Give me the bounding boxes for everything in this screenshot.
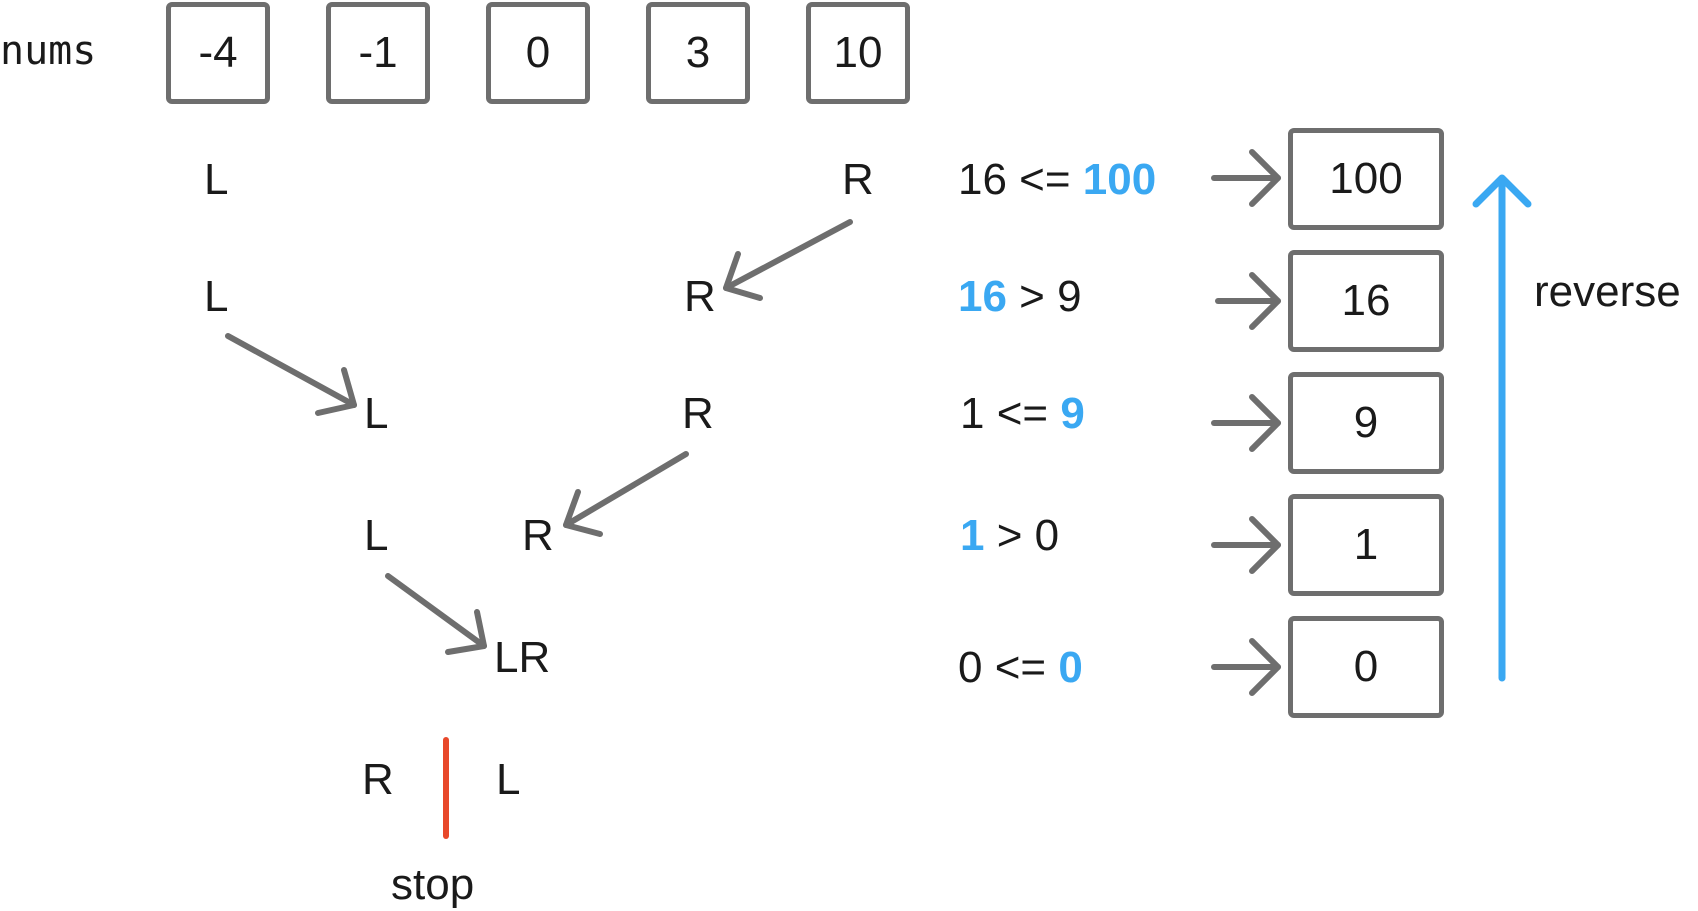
nums-cell: -1 [326, 2, 430, 104]
arrow-icon [385, 573, 487, 655]
nums-cell: 3 [646, 2, 750, 104]
pointer-right: R [842, 155, 874, 204]
result-cell: 100 [1288, 128, 1444, 230]
pointer-left: L [204, 155, 229, 204]
arrow-icon [225, 333, 357, 416]
right-arrow-icon [1211, 394, 1281, 452]
comparison-text: 16 > 9 [958, 272, 1082, 321]
result-cell: 0 [1288, 616, 1444, 718]
pointer-left: L [364, 511, 389, 560]
result-cell: 1 [1288, 494, 1444, 596]
nums-label: nums [0, 28, 97, 74]
pointer-right: R [362, 755, 394, 804]
stop-bar [443, 737, 449, 839]
right-arrow-icon [1215, 272, 1281, 330]
pointer-left: L [204, 272, 229, 321]
result-cell: 16 [1288, 250, 1444, 352]
pointer-right: R [522, 511, 554, 560]
arrow-icon [723, 219, 853, 301]
right-arrow-icon [1211, 638, 1281, 696]
reverse-label: reverse [1534, 267, 1681, 316]
pointer-left: L [364, 389, 389, 438]
comparison-text: 0 <= 0 [958, 643, 1083, 692]
comparison-text: 1 <= 9 [960, 389, 1085, 438]
right-arrow-icon [1211, 149, 1281, 207]
nums-cell: 10 [806, 2, 910, 104]
arrow-icon [563, 451, 689, 537]
right-arrow-icon [1211, 516, 1281, 574]
stop-label: stop [391, 860, 475, 909]
nums-cell: -4 [166, 2, 270, 104]
comparison-text: 16 <= 100 [958, 155, 1157, 204]
result-cell: 9 [1288, 372, 1444, 474]
nums-cell: 0 [486, 2, 590, 104]
pointer-right: R [682, 389, 714, 438]
pointer-both: LR [494, 633, 551, 682]
comparison-text: 1 > 0 [960, 511, 1060, 560]
pointer-left: L [496, 755, 521, 804]
up-arrow-icon [1472, 174, 1532, 682]
pointer-right: R [684, 272, 716, 321]
